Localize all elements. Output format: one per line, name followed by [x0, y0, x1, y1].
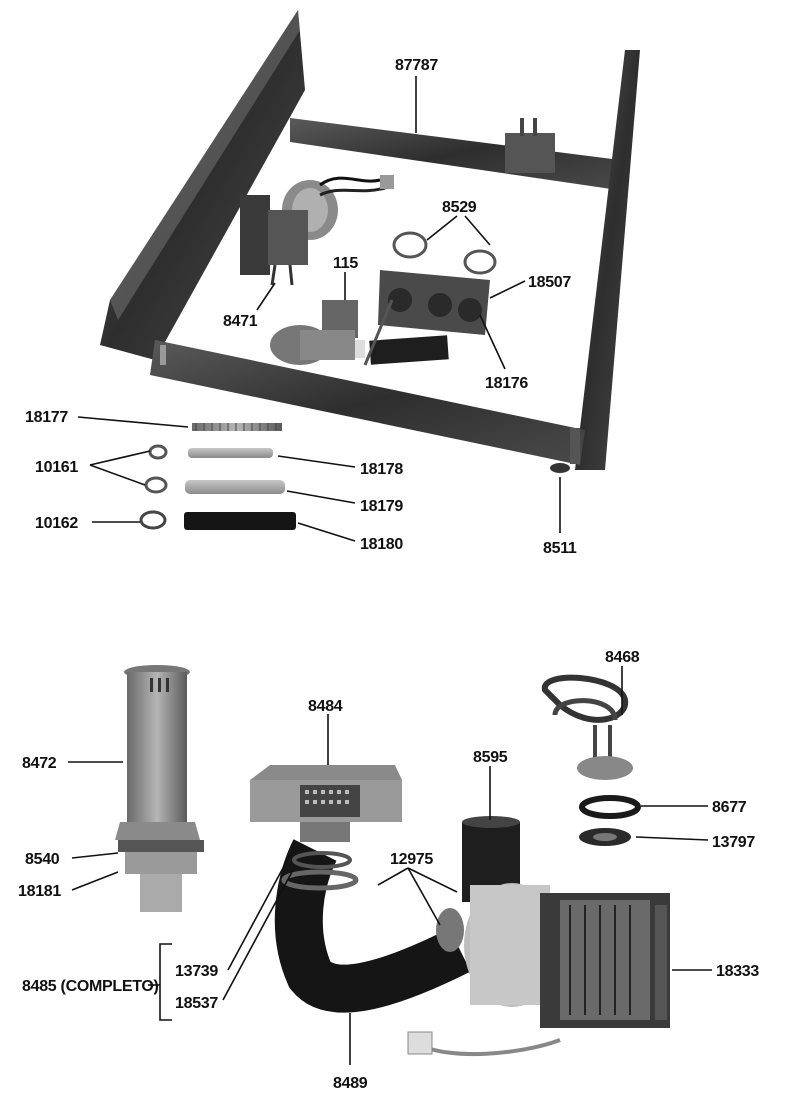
hose-18178 [188, 448, 273, 458]
drain-pump [407, 816, 670, 1057]
label-8595: 8595 [473, 749, 508, 766]
label-8540: 8540 [25, 851, 60, 868]
clamp-small-1 [148, 444, 168, 460]
label-8485-completo: 8485 (COMPLETO) [22, 978, 159, 995]
hose-18180 [184, 512, 296, 530]
label-8484: 8484 [308, 698, 343, 715]
label-12975: 12975 [390, 851, 433, 868]
pressure-switch [240, 175, 394, 286]
label-115: 115 [333, 255, 358, 272]
label-8471: 8471 [223, 313, 258, 330]
label-18180: 18180 [360, 536, 403, 553]
clamp-small-2 [144, 476, 168, 494]
right-upright [575, 50, 640, 470]
label-10161: 10161 [35, 459, 78, 476]
label-13739: 13739 [175, 963, 218, 980]
label-8511: 8511 [543, 540, 577, 557]
spring [192, 423, 282, 431]
solenoid-valve [270, 300, 449, 365]
loose-parts [139, 423, 296, 530]
label-10162: 10162 [35, 515, 78, 532]
front-bar [150, 340, 585, 465]
part-labels: 87787 8529 115 18507 8471 18176 18177 10… [18, 57, 760, 1092]
thermostat-assembly [363, 231, 497, 366]
air-break [250, 765, 402, 842]
elbow-hose [274, 839, 471, 1013]
label-18507: 18507 [528, 274, 571, 291]
label-87787: 87787 [395, 57, 438, 74]
hose-18179 [185, 480, 285, 494]
rear-bracket [505, 133, 555, 173]
label-18181: 18181 [18, 883, 61, 900]
leader-lines [68, 76, 712, 1065]
frame-assembly [100, 10, 640, 473]
overflow-pipe [115, 665, 204, 912]
label-18179: 18179 [360, 498, 403, 515]
label-8489: 8489 [333, 1075, 368, 1092]
gasket-8677 [579, 795, 641, 819]
label-13797: 13797 [712, 834, 755, 851]
label-8472: 8472 [22, 755, 57, 772]
label-8529: 8529 [442, 199, 477, 216]
heater-element [542, 674, 641, 846]
clamp-large [139, 510, 167, 530]
label-8677: 8677 [712, 799, 747, 816]
label-8468: 8468 [605, 649, 640, 666]
label-18177: 18177 [25, 409, 68, 426]
label-18537: 18537 [175, 995, 218, 1012]
label-18176: 18176 [485, 375, 528, 392]
label-18333: 18333 [716, 963, 759, 980]
label-18178: 18178 [360, 461, 403, 478]
